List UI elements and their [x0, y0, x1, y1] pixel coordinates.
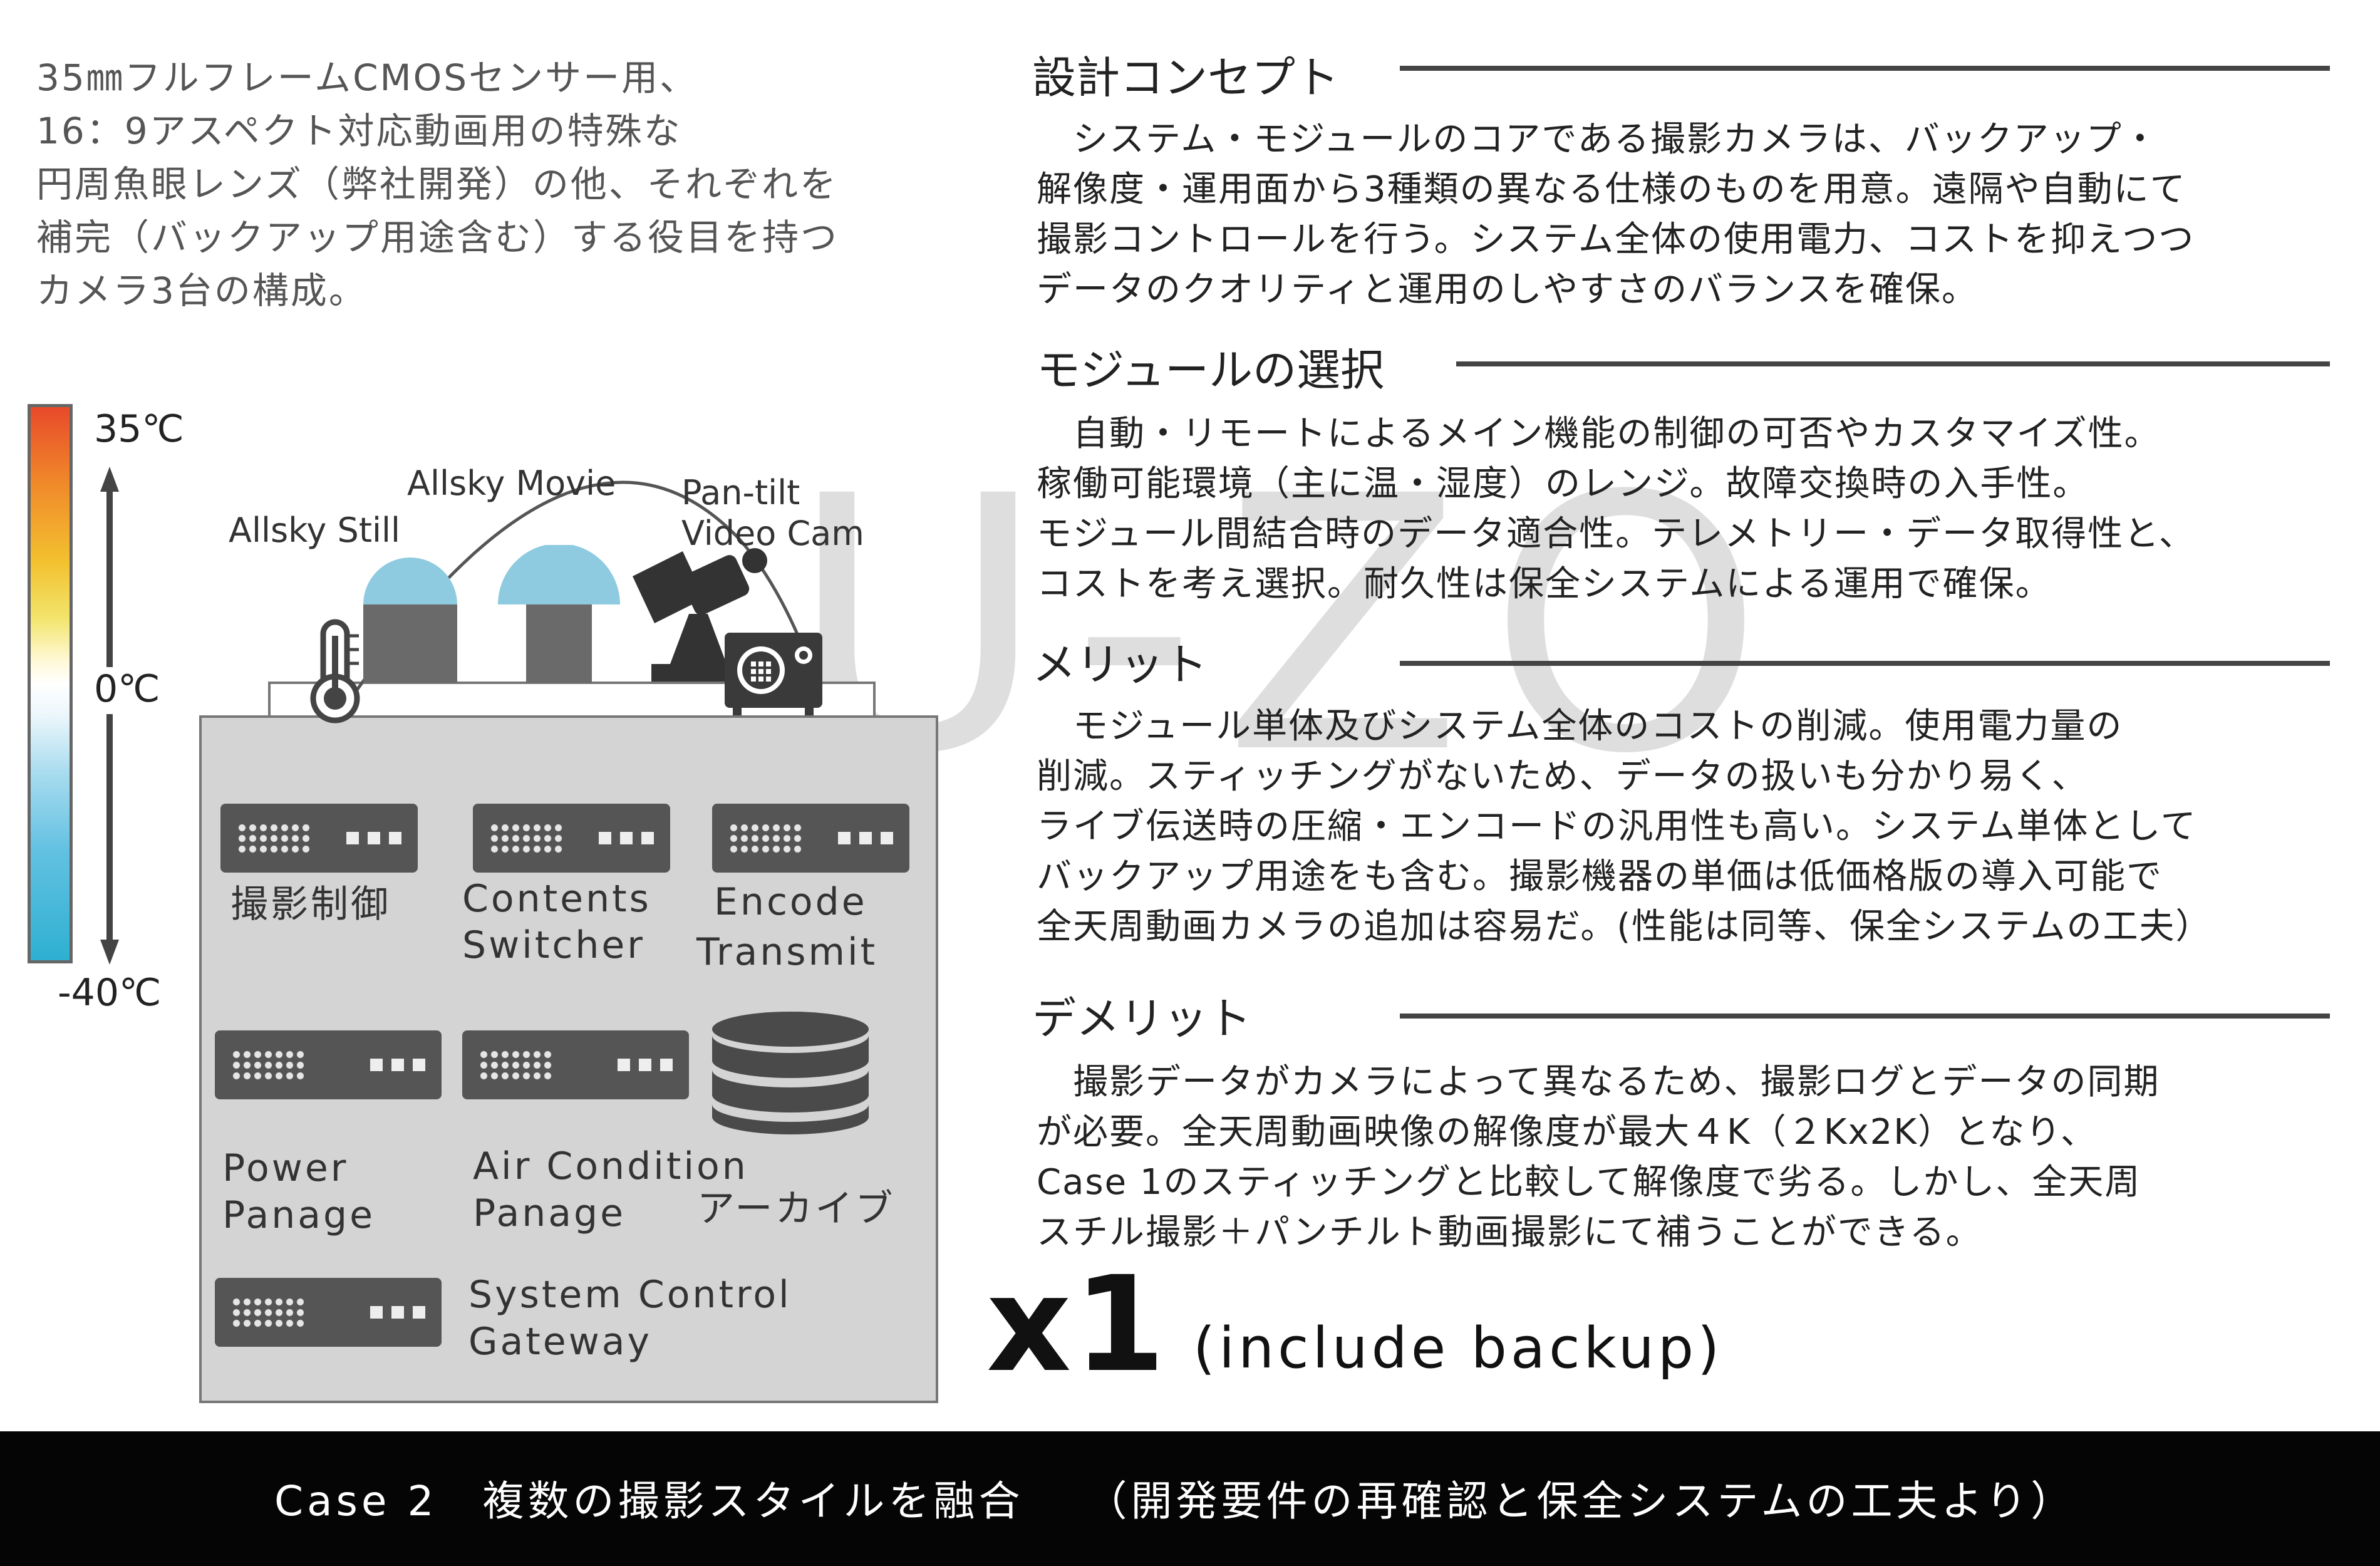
temp-mid-label: 0℃	[94, 667, 160, 711]
section-rule	[1400, 661, 2330, 666]
indicator-lights-icon	[370, 1059, 425, 1071]
intro-line: 16：9アスペクト対応動画用の特殊な	[36, 110, 682, 152]
body-line: が必要。全天周動画映像の解像度が最大４K（２Kx2K）となり、	[1037, 1112, 2098, 1153]
section-rule	[1400, 1014, 2330, 1019]
allsky-movie-camera-icon	[498, 545, 620, 683]
contents-switcher-label-1: Contents	[462, 877, 651, 921]
indicator-lights-icon	[370, 1306, 425, 1319]
pantilt-label-line2: Video Cam	[681, 514, 864, 553]
indicator-lights-icon	[618, 1059, 673, 1071]
encode-label-1: Encode	[714, 880, 867, 924]
allsky-movie-label: Allsky Movie	[407, 464, 616, 503]
port-grid-icon	[728, 822, 804, 854]
body-line: 稼働可能環境（主に温・湿度）のレンジ。故障交換時の入手性。	[1037, 464, 2089, 504]
section-rule	[1456, 361, 2330, 366]
port-grid-icon	[231, 1049, 306, 1081]
body-line: Case 1のスティッチングと比較して解像度で劣る。しかし、全天周	[1037, 1162, 2141, 1203]
module-capture-control	[220, 804, 418, 873]
thermometer-icon	[310, 619, 360, 723]
module-contents-switcher	[473, 804, 670, 873]
gateway-label-1: System Control	[468, 1273, 792, 1317]
database-archive-icon	[712, 1012, 869, 1134]
section-heading-merit: メリット	[1032, 639, 1208, 690]
footer-caption: Case 2 複数の撮影スタイルを融合 （開発要件の再確認と保全システムの工夫よ…	[274, 1477, 2076, 1525]
multiplier-note: (include backup)	[1193, 1315, 1724, 1381]
section-body-concept: システム・モジュールのコアである撮影カメラは、バックアップ・ 解像度・運用面から…	[1037, 115, 2371, 315]
power-label-1: Power	[222, 1146, 349, 1190]
watermark-text: U-ZO	[789, 422, 1789, 831]
section-heading-demerit: デメリット	[1032, 993, 1251, 1044]
pan-tilt-camera-icon	[633, 548, 767, 682]
body-line: ライブ伝送時の圧縮・エンコードの汎用性も高い。システム単体として	[1037, 806, 2197, 847]
body-line: バックアップ用途をも含む。撮影機器の単価は低価格版の導入可能で	[1037, 856, 2163, 897]
section-heading-modules: モジュールの選択	[1037, 345, 1385, 396]
temperature-gradient-bar	[28, 404, 73, 963]
footer-bar	[0, 1431, 2380, 1566]
intro-text: 35㎜フルフレームCMOSセンサー用、 16：9アスペクト対応動画用の特殊な 円…	[36, 51, 951, 318]
intro-line: 補完（バックアップ用途含む）する役目を持つ	[36, 216, 839, 259]
body-line: モジュール単体及びシステム全体のコストの削減。使用電力量の	[1037, 706, 2123, 747]
capture-control-label: 撮影制御	[230, 883, 391, 926]
module-air-condition-panage	[462, 1030, 689, 1099]
intro-line: 円周魚眼レンズ（弊社開発）の他、それぞれを	[36, 163, 838, 205]
contents-switcher-label-2: Switcher	[462, 923, 645, 967]
body-line: 全天周動画カメラの追加は容易だ。(性能は同等、保全システムの工夫）	[1037, 906, 2212, 947]
body-line: システム・モジュールのコアである撮影カメラは、バックアップ・	[1037, 119, 2159, 160]
body-line: 撮影データがカメラによって異なるため、撮影ログとデータの同期	[1037, 1062, 2160, 1102]
indicator-lights-icon	[599, 832, 654, 844]
port-grid-icon	[231, 1297, 306, 1328]
body-line: スチル撮影＋パンチルト動画撮影にて補うことができる。	[1037, 1212, 1982, 1253]
body-line: 削減。スティッチングがないため、データの扱いも分かり易く、	[1037, 756, 2088, 797]
module-system-control-gateway	[215, 1278, 442, 1347]
section-body-merit: モジュール単体及びシステム全体のコストの削減。使用電力量の 削減。スティッチング…	[1037, 702, 2371, 952]
module-power-panage	[215, 1030, 442, 1099]
indicator-lights-icon	[346, 832, 401, 844]
section-body-demerit: 撮影データがカメラによって異なるため、撮影ログとデータの同期 が必要。全天周動画…	[1037, 1057, 2371, 1258]
body-line: モジュール間結合時のデータ適合性。テレメトリー・データ取得性と、	[1037, 514, 2195, 554]
body-line: データのクオリティと運用のしやすさのバランスを確保。	[1037, 269, 1978, 310]
allsky-still-camera-icon	[363, 557, 457, 683]
arrow-down-icon	[100, 714, 119, 965]
port-grid-icon	[479, 1049, 554, 1081]
body-line: コストを考え選択。耐久性は保全システムによる運用で確保。	[1037, 564, 2052, 604]
air-condition-label-2: Panage	[473, 1191, 626, 1235]
air-condition-label-1: Air Condition	[473, 1144, 748, 1188]
pantilt-label-line1: Pan-tilt	[681, 473, 800, 512]
power-label-2: Panage	[222, 1193, 376, 1237]
section-body-modules: 自動・リモートによるメイン機能の制御の可否やカスタマイズ性。 稼働可能環境（主に…	[1037, 409, 2371, 609]
temp-max-label: 35℃	[94, 407, 184, 451]
indicator-lights-icon	[838, 832, 893, 844]
intro-line: 35㎜フルフレームCMOSセンサー用、	[36, 56, 698, 99]
allsky-still-label: Allsky Still	[229, 511, 401, 550]
arrow-up-icon	[100, 467, 119, 667]
intro-line: カメラ3台の構成。	[36, 269, 367, 312]
section-heading-concept: 設計コンセプト	[1032, 52, 1339, 103]
control-box-icon	[725, 633, 822, 715]
body-line: 解像度・運用面から3種類の異なる仕様のものを用意。遠隔や自動にて	[1037, 169, 2186, 210]
body-line: 撮影コントロールを行う。システム全体の使用電力、コストを抑えつつ	[1037, 219, 2195, 260]
port-grid-icon	[237, 822, 312, 854]
module-encode-transmit	[712, 804, 909, 873]
section-rule	[1400, 66, 2330, 71]
archive-label: アーカイブ	[697, 1187, 896, 1231]
camera-multiplier: x1	[986, 1248, 1168, 1401]
port-grid-icon	[489, 822, 564, 854]
body-line: 自動・リモートによるメイン機能の制御の可否やカスタマイズ性。	[1037, 413, 2161, 454]
temp-min-label: -40℃	[58, 971, 162, 1015]
gateway-label-2: Gateway	[468, 1320, 653, 1364]
encode-label-2: Transmit	[696, 930, 878, 974]
